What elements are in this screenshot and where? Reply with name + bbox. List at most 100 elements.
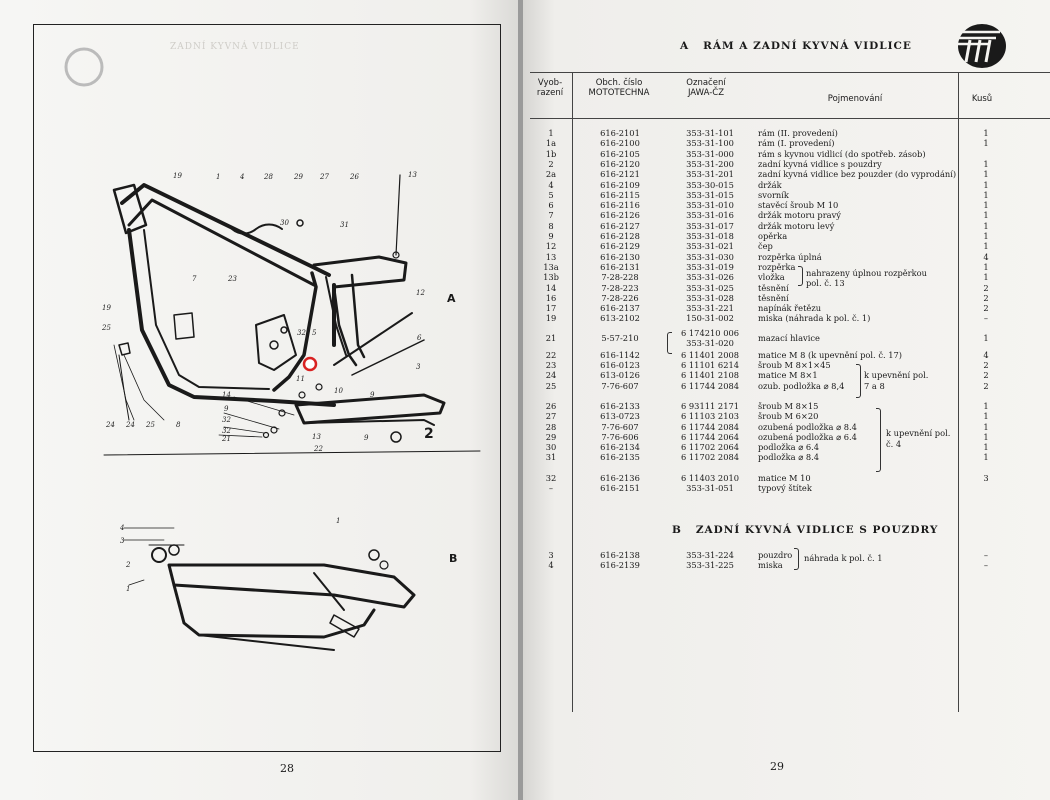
cell-qty: – <box>983 560 989 571</box>
note-23b: 7 a 8 <box>864 381 885 391</box>
cell-jawa: 353-31-224 <box>686 550 734 560</box>
cell-jawa: 353-31-025 <box>686 282 734 293</box>
cell-jawa: 6 11744 2084 <box>680 421 740 432</box>
cell-qty: 3 <box>983 472 989 483</box>
cell-jawa: 6 11744 2084 <box>680 380 740 391</box>
cell-pos: 1 <box>548 128 554 138</box>
cell-name: ozubená podložka ⌀ 6.4 <box>758 431 857 442</box>
column-rule <box>572 72 573 712</box>
cell-qty: 2 <box>983 292 989 303</box>
callout-label: 7 <box>192 275 197 283</box>
page-number-left: 28 <box>280 762 294 775</box>
cell-pos: 19 <box>545 313 557 324</box>
brace <box>798 266 803 286</box>
cell-moto: 616-2115 <box>600 189 640 200</box>
cell-pos: 8 <box>548 220 554 231</box>
callout-label: 2 <box>125 561 131 569</box>
cell-name: rozpěrka úplná <box>758 251 822 262</box>
cell-name: podložka ⌀ 8.4 <box>758 452 820 463</box>
cell-name: pouzdro <box>758 550 793 560</box>
cell-qty: 1 <box>983 411 989 422</box>
cell-jawa: 6 11403 2010 <box>680 472 740 483</box>
callout-label: 3 <box>416 363 421 371</box>
cell-moto: 616-2128 <box>600 231 640 241</box>
cell-jawa: 353-31-221 <box>686 303 734 314</box>
table-header-rule <box>530 118 1050 119</box>
cell-qty: 2 <box>983 380 989 391</box>
cell-jawa: 6 174210 006 <box>680 327 740 338</box>
cell-jawa: 353-31-017 <box>686 220 734 231</box>
callout-label: 6 <box>417 334 422 342</box>
callout-label: 13 <box>408 171 417 179</box>
cell-moto: 616-2135 <box>600 452 640 463</box>
cell-pos: 21 <box>545 332 557 343</box>
cell-qty: 1 <box>983 452 989 463</box>
table-top-rule <box>530 72 1050 73</box>
cell-pos: 32 <box>545 472 557 483</box>
brace <box>667 332 672 354</box>
cell-moto: 616-2130 <box>600 251 640 262</box>
cell-jawa: 353-31-026 <box>686 272 734 283</box>
cell-qty: 1 <box>983 189 989 200</box>
cell-qty: 1 <box>983 400 989 411</box>
jawa-logo <box>946 24 1006 68</box>
cell-pos: 16 <box>545 292 557 303</box>
cell-jawa: 353-31-201 <box>686 169 734 180</box>
cell-moto: 616-2136 <box>600 472 640 483</box>
cell-name: čep <box>758 241 773 252</box>
figure-label-2: 2 <box>424 426 434 442</box>
cell-moto: 616-2116 <box>600 200 640 211</box>
cell-jawa: 353-31-200 <box>686 158 734 169</box>
cell-qty: – <box>983 550 989 560</box>
cell-jawa: 353-31-019 <box>686 261 734 272</box>
cell-name: rám s kyvnou vidlicí (do spotřeb. zásob) <box>758 148 926 159</box>
cell-name: podložka ⌀ 6.4 <box>758 442 820 453</box>
cell-jawa: 353-31-028 <box>686 292 734 303</box>
cell-moto: 616-2131 <box>600 261 640 272</box>
callout-label: 24 <box>105 421 115 429</box>
cell-name: svorník <box>758 189 789 200</box>
cell-moto: 616-2121 <box>600 169 640 180</box>
cell-jawa: 353-31-018 <box>686 231 734 241</box>
cell-qty: 2 <box>983 282 989 293</box>
cell-pos: 26 <box>545 400 557 411</box>
cell-moto: 7-76-607 <box>601 421 639 432</box>
cell-jawa: 353-31-010 <box>686 200 734 211</box>
callout-label: 11 <box>296 375 305 383</box>
cell-jawa: 353-31-021 <box>686 241 734 252</box>
cell-qty: 1 <box>983 138 989 149</box>
cell-jawa: 6 11103 2103 <box>680 411 740 422</box>
cell-qty: 2 <box>983 370 989 381</box>
cell-qty: 1 <box>983 179 989 190</box>
cell-jawa: 6 11101 6214 <box>680 360 740 370</box>
cell-name: těsnění <box>758 292 789 303</box>
cell-name: šroub M 8×15 <box>758 400 819 411</box>
frame-exploded-diagram: 19 1 4 28 29 27 26 13 30 31 7 23 12 32 5… <box>64 47 481 651</box>
cell-name: šroub M 6×20 <box>758 411 819 422</box>
cell-qty: 2 <box>983 303 989 314</box>
cell-qty: 1 <box>983 128 989 138</box>
callout-label: 1 <box>126 585 130 593</box>
callout-label: 25 <box>145 421 155 429</box>
cell-moto: 5-57-210 <box>601 332 639 343</box>
cell-pos: 12 <box>545 241 557 252</box>
note-13b: pol. č. 13 <box>806 278 845 288</box>
figure-label-b: B <box>449 552 458 565</box>
callout-label: 21 <box>221 435 231 443</box>
callout-label: 14 <box>222 391 231 399</box>
header-jawa: Označení JAWA-ČZ <box>686 78 726 98</box>
cell-name: napínák řetězu <box>758 303 822 314</box>
cell-jawa: 353-30-015 <box>686 179 734 190</box>
